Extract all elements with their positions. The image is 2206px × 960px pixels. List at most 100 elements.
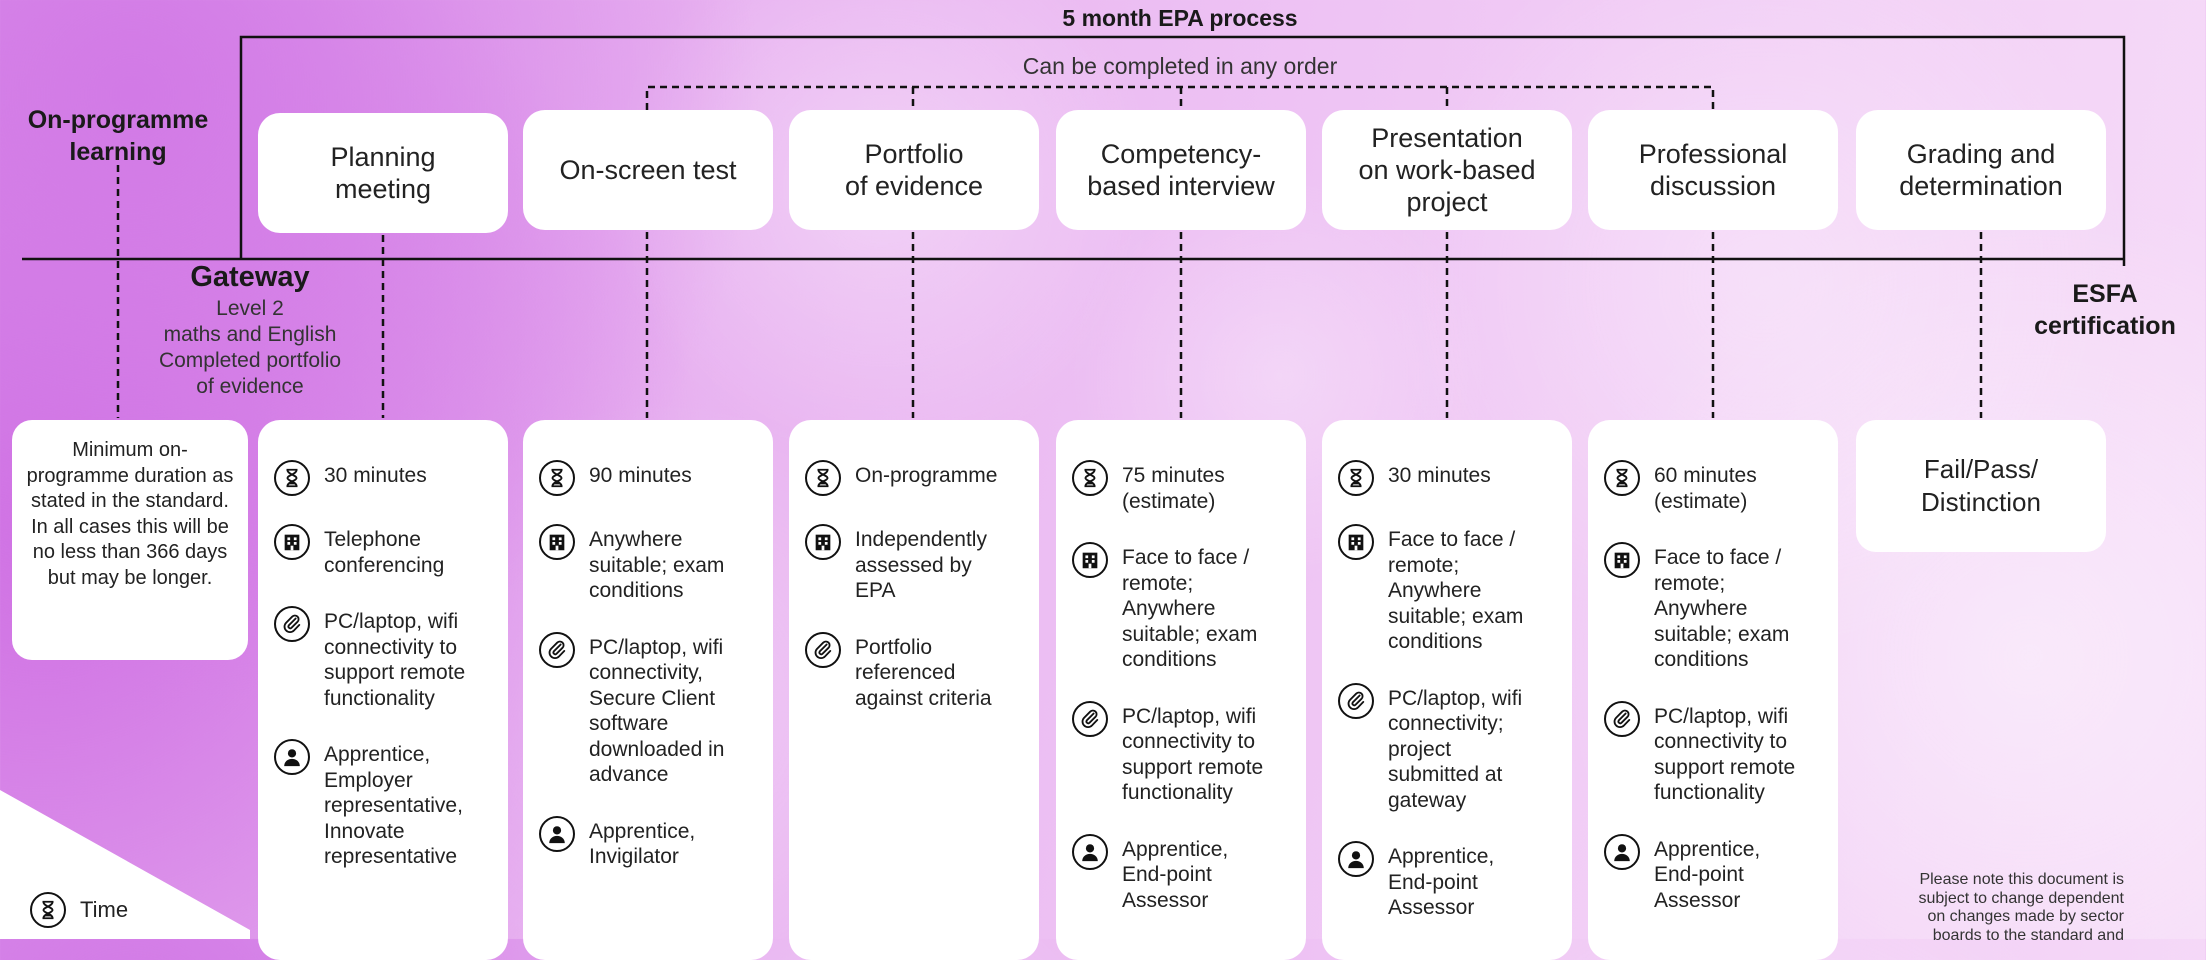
detail-line: conditions [1122,648,1217,671]
detail-line: Apprentice, [1122,837,1229,861]
detail-line: On-programme [855,464,998,487]
detail-line: Face to face / [1654,546,1782,569]
detail-line: software [589,712,669,735]
detail-text: Apprentice,Invigilator [589,816,695,870]
detail-line: 60 minutes [1654,464,1757,487]
paperclip-icon [805,631,841,668]
detail-row: 30 minutes [274,460,494,496]
person-icon [1604,833,1640,870]
detail-line: Face to face / [1122,546,1250,569]
detail-line: Anywhere [1122,597,1216,620]
detail-line: Anywhere [1654,597,1748,620]
detail-line: connectivity to [324,635,458,659]
detail-row: Apprentice,Invigilator [539,815,759,870]
detail-line: Independently [855,528,987,551]
hourglass-icon [1338,460,1374,496]
detail-line: functionality [1122,781,1233,804]
building-icon [539,524,575,560]
detail-line: Innovate [324,819,405,843]
detail-line: suitable; exam [1388,604,1524,628]
detail-line: (estimate) [1654,489,1748,513]
detail-row: 75 minutes(estimate) [1072,460,1292,514]
detail-line: PC/laptop, wifi [1122,704,1257,728]
detail-line: advance [589,763,669,786]
result-line: Distinction [1921,487,2041,517]
disclaimer-note: Please note this document is subject to … [1860,871,2125,945]
detail-line: 90 minutes [589,464,692,487]
detail-line: support remote [324,661,466,684]
detail-line: Anywhere [1388,579,1482,602]
person-icon [1338,841,1374,877]
gateway-line: Completed portfolio [158,349,342,372]
detail-text: 90 minutes [589,460,692,489]
paperclip-icon [1338,682,1374,719]
paperclip-icon [539,631,575,668]
stage-card-professional-discussion: 60 minutes(estimate)Face to face /remote… [1588,420,1838,960]
detail-line: referenced [855,661,956,684]
detail-line: suitable; exam [589,553,725,577]
detail-line: 30 minutes [324,464,427,487]
detail-line: functionality [324,686,435,710]
epa-bracket [239,35,2126,266]
detail-line: connectivity; [1388,712,1504,735]
hourglass-icon [1072,460,1108,496]
stage-card-competency-interview: 75 minutes(estimate) Face to face /remote… [1056,420,1306,960]
detail-text: 60 minutes(estimate) [1654,460,1757,514]
detail-line: End-point [1654,863,1744,886]
hourglass-icon [805,460,841,496]
legend-time-label: Time [80,897,129,922]
connector-lines [22,35,2126,418]
detail-line: PC/laptop, wifi [589,635,724,659]
any-order-label: Can be completed in any order [1022,53,1338,79]
detail-line: conditions [1388,630,1483,653]
detail-line: connectivity to [1122,730,1256,753]
detail-text: 75 minutes(estimate) [1122,460,1225,514]
hourglass-icon [539,460,575,496]
note-line: Please note this document is [1919,871,2124,888]
gateway-line: maths and English [163,323,337,346]
detail-line: End-point [1388,870,1478,894]
detail-line: downloaded in [589,737,725,761]
detail-line: Assessor [1122,888,1209,912]
result-line: Fail/Pass/ [1923,454,2039,484]
building-icon [1072,542,1108,578]
detail-line: 75 minutes [1122,464,1225,487]
detail-line: PC/laptop, wifi [1654,704,1789,728]
person-icon [274,739,310,775]
detail-line: 30 minutes [1388,464,1491,487]
paperclip-icon [1604,700,1640,737]
detail-row: On-programme [805,460,1025,496]
hourglass-icon [30,892,66,928]
gateway-title: Gateway [190,261,310,293]
building-icon [274,524,310,560]
detail-line: (estimate) [1122,489,1216,513]
gateway-line: of evidence [196,375,304,398]
detail-line: suitable; exam [1654,622,1790,646]
person-icon [539,815,575,852]
on-programme-learning-label: On-programme learning [27,106,209,166]
